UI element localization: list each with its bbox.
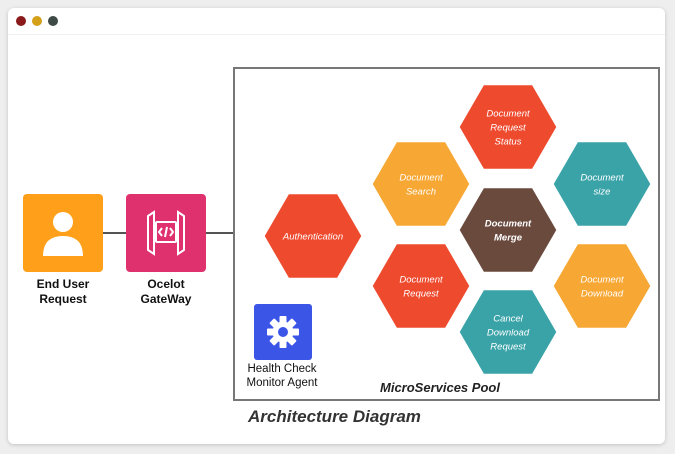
service-hexagon-authentication[interactable]: Authentication [261, 191, 365, 281]
service-hexagon-document-size[interactable]: Document size [550, 139, 654, 229]
window-minimize-dot[interactable] [32, 16, 42, 26]
service-label-line: Merge [494, 233, 523, 244]
service-label-line: Authentication [282, 232, 343, 243]
gateway-code-icon [147, 210, 185, 256]
service-label-line: Document [580, 275, 624, 286]
diagram-title: Architecture Diagram [248, 407, 421, 426]
hexagon-shape [550, 241, 654, 331]
end-user-label: End User Request [36, 277, 90, 306]
architecture-diagram: AuthenticationDocumentSearchDocumentRequ… [23, 67, 660, 401]
end-user-node[interactable] [23, 194, 103, 272]
user-icon [43, 212, 83, 256]
window-titlebar [8, 8, 665, 35]
hexagon-shape [369, 139, 473, 229]
service-label-line: Download [581, 289, 624, 300]
service-label-line: Status [495, 137, 522, 148]
hexagon-shape [456, 287, 560, 377]
service-label-line: size [594, 187, 611, 198]
microservices-pool-frame [233, 67, 660, 401]
hexagon-shape [550, 139, 654, 229]
service-label-line: Request [490, 342, 526, 353]
gateway-node[interactable] [126, 194, 206, 272]
gateway-label: Ocelot GateWay [140, 277, 192, 306]
hexagon-shape [369, 241, 473, 331]
service-label-line: Document [486, 109, 530, 120]
service-label-line: Cancel [493, 314, 523, 325]
service-label-line: Document [485, 219, 532, 230]
service-label-line: Search [406, 187, 436, 198]
hexagon-shape [456, 185, 560, 275]
microservices-pool-label: MicroServices Pool [380, 380, 500, 395]
hexagon-shape [261, 191, 365, 281]
service-label-line: Document [399, 173, 443, 184]
service-label-line: Document [580, 173, 624, 184]
window-close-dot[interactable] [16, 16, 26, 26]
health-check-label: Health Check Monitor Agent [246, 363, 318, 389]
service-label-line: Document [399, 275, 443, 286]
window-maximize-dot[interactable] [48, 16, 58, 26]
hexagon-shape [456, 82, 560, 172]
gear-icon [267, 316, 299, 348]
service-label-line: Request [403, 289, 439, 300]
service-label-line: Download [487, 328, 530, 339]
health-check-node[interactable] [254, 304, 312, 360]
service-label-line: Request [490, 123, 526, 134]
